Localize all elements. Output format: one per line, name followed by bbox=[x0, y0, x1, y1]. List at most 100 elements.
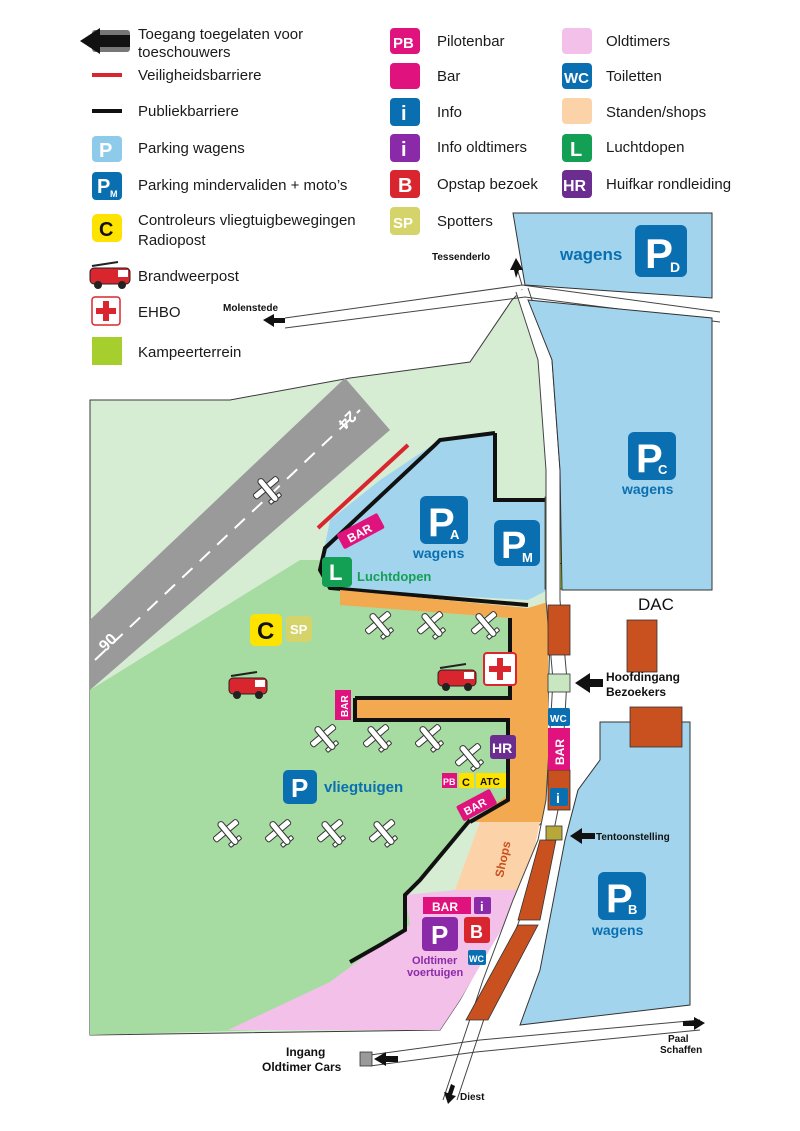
pilotenbar-icon bbox=[442, 773, 457, 788]
controller-letter: C bbox=[462, 777, 470, 789]
parking-d-sub: D bbox=[670, 259, 680, 275]
huifkar-letter: HR bbox=[492, 740, 512, 756]
aircraft-icon bbox=[309, 724, 339, 753]
road-label-paal: Paal bbox=[668, 1034, 689, 1045]
info-oldtimer-letter: i bbox=[401, 139, 407, 161]
bar-badge-label: BAR bbox=[553, 739, 567, 765]
arrow-left-icon bbox=[374, 1052, 398, 1066]
runway bbox=[90, 378, 390, 690]
parking-a-letter: P bbox=[428, 501, 455, 545]
aircraft-icon bbox=[416, 611, 446, 640]
building bbox=[547, 604, 571, 656]
parking-light-icon bbox=[92, 136, 122, 162]
ingang-oldtimer-label-1: Ingang bbox=[286, 1045, 325, 1059]
arrow-up-icon bbox=[510, 258, 523, 278]
parking-a-icon bbox=[420, 496, 468, 544]
road-paal bbox=[369, 1019, 701, 1056]
luchtdopen-icon bbox=[562, 134, 592, 162]
info-oldtimer-icon bbox=[390, 134, 420, 162]
fire-truck-icon bbox=[89, 261, 131, 289]
opstap-letter: B bbox=[470, 922, 483, 942]
toilet-label: WC bbox=[469, 954, 484, 964]
hoofdingang-label-1: Hoofdingang bbox=[606, 670, 680, 684]
spotters-icon bbox=[390, 207, 420, 235]
parking-c-area bbox=[527, 299, 713, 591]
safety-barrier bbox=[316, 443, 410, 530]
ingang-oldtimer-label-2: Oldtimer Cars bbox=[262, 1060, 342, 1074]
legend-label: Publiekbarriere bbox=[138, 103, 239, 120]
parking-c-icon bbox=[628, 432, 676, 480]
legend-label: Pilotenbar bbox=[437, 33, 505, 50]
building bbox=[629, 706, 683, 748]
legend-label: Toiletten bbox=[606, 68, 662, 85]
aircraft-icon bbox=[264, 819, 294, 848]
legend-label: Spotters bbox=[437, 213, 493, 230]
aircraft-icon bbox=[316, 819, 346, 848]
public-barrier bbox=[493, 433, 548, 502]
bar-badge: BAR bbox=[548, 728, 570, 770]
pilotenbar-letter: PB bbox=[393, 35, 414, 52]
oldtimer-parking-letter: P bbox=[431, 920, 448, 950]
toilet-label: WC bbox=[550, 714, 567, 725]
oldtimer-parking-icon bbox=[422, 917, 458, 951]
parking-b-letter: P bbox=[606, 877, 633, 921]
parking-c-sub: C bbox=[658, 462, 668, 477]
bar-badge bbox=[423, 897, 471, 914]
spotters-icon bbox=[286, 616, 312, 642]
controller-icon bbox=[459, 773, 474, 788]
opstap-letter: B bbox=[398, 175, 412, 197]
public-zone bbox=[340, 590, 548, 822]
bar-badge-label: BAR bbox=[432, 900, 458, 914]
shops-icon bbox=[562, 98, 592, 124]
legend-label: Opstap bezoek bbox=[437, 176, 538, 193]
opstap-icon bbox=[390, 170, 420, 198]
parking-d-letter: P bbox=[645, 230, 673, 277]
legend-label: Controleurs vliegtuigbewegingen bbox=[138, 212, 356, 229]
parking-a-sub: A bbox=[450, 527, 460, 542]
aircraft-icon bbox=[454, 743, 484, 772]
entrance-gate bbox=[545, 825, 563, 841]
parking-m-sub: M bbox=[522, 550, 533, 565]
luchtdopen-letter: L bbox=[570, 139, 582, 161]
public-barrier bbox=[353, 618, 512, 824]
public-barrier bbox=[317, 431, 529, 607]
bar-badge-label: BAR bbox=[340, 695, 351, 717]
controller-icon bbox=[250, 614, 282, 646]
legend-label: Veiligheidsbarriere bbox=[138, 67, 261, 84]
aircraft-group bbox=[212, 476, 500, 848]
public-barrier bbox=[349, 818, 472, 964]
parking-b-word: wagens bbox=[591, 922, 644, 938]
main-road-edge bbox=[442, 291, 554, 1101]
oldtimer-entrance-gate bbox=[359, 1051, 373, 1067]
controller-icon bbox=[92, 214, 122, 242]
oldtimer-icon bbox=[562, 28, 592, 54]
first-aid-icon bbox=[91, 296, 121, 326]
black-arrow-icon bbox=[80, 28, 130, 54]
legend-label: Oldtimers bbox=[606, 33, 670, 50]
road-label-schaffen: Schaffen bbox=[660, 1045, 702, 1056]
arrow-right-icon bbox=[683, 1017, 705, 1030]
legend-label: Brandweerpost bbox=[138, 268, 240, 285]
road-label-tessenderlo: Tessenderlo bbox=[432, 252, 490, 263]
entrance-gate bbox=[547, 673, 571, 693]
info-oldtimer-icon bbox=[474, 897, 491, 914]
parking-m-letter: P bbox=[501, 525, 526, 567]
fire-truck-icon bbox=[437, 663, 477, 691]
controller-letter: C bbox=[257, 618, 274, 645]
tentoonstelling-label: Tentoonstelling bbox=[596, 832, 670, 843]
arrow-left-icon bbox=[570, 828, 595, 844]
parking-b-sub: B bbox=[628, 902, 637, 917]
aircraft-parking-icon bbox=[283, 770, 317, 804]
aircraft-icon bbox=[362, 724, 392, 753]
info-oldtimer-letter: i bbox=[480, 899, 484, 914]
legend-label: Huifkar rondleiding bbox=[606, 176, 731, 193]
legend-label: Standen/shops bbox=[606, 104, 706, 121]
fire-truck-icon bbox=[228, 671, 268, 699]
toilet-icon bbox=[548, 708, 570, 726]
info-icon bbox=[550, 788, 568, 806]
opstap-icon bbox=[464, 917, 490, 943]
aircraft-icon bbox=[364, 611, 394, 640]
first-aid-icon bbox=[483, 652, 517, 686]
building bbox=[626, 619, 658, 673]
